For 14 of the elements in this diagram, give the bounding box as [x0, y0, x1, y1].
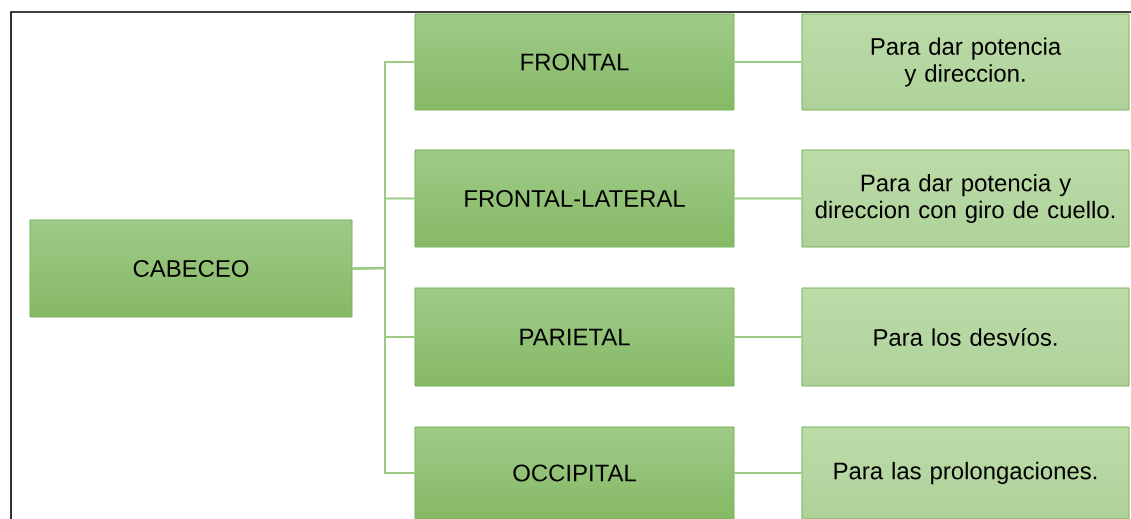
description-box: Para dar potencia y direccion con giro de cuello.: [801, 149, 1130, 248]
connector: [351, 266, 416, 474]
description-box: Para dar potencia y direccion.: [801, 13, 1130, 111]
category-box: PARIETAL: [414, 287, 735, 387]
connector: [733, 336, 803, 338]
category-box: FRONTAL: [414, 13, 735, 111]
description-box: Para los desvíos.: [801, 287, 1130, 387]
connector: [733, 197, 803, 200]
topic-box: CABECEO: [29, 219, 353, 318]
description-box: Para las prolongaciones.: [801, 426, 1130, 519]
connector: [733, 61, 803, 63]
category-box: OCCIPITAL: [414, 426, 735, 519]
connector: [733, 472, 803, 474]
category-box: FRONTAL-LATERAL: [414, 149, 735, 248]
